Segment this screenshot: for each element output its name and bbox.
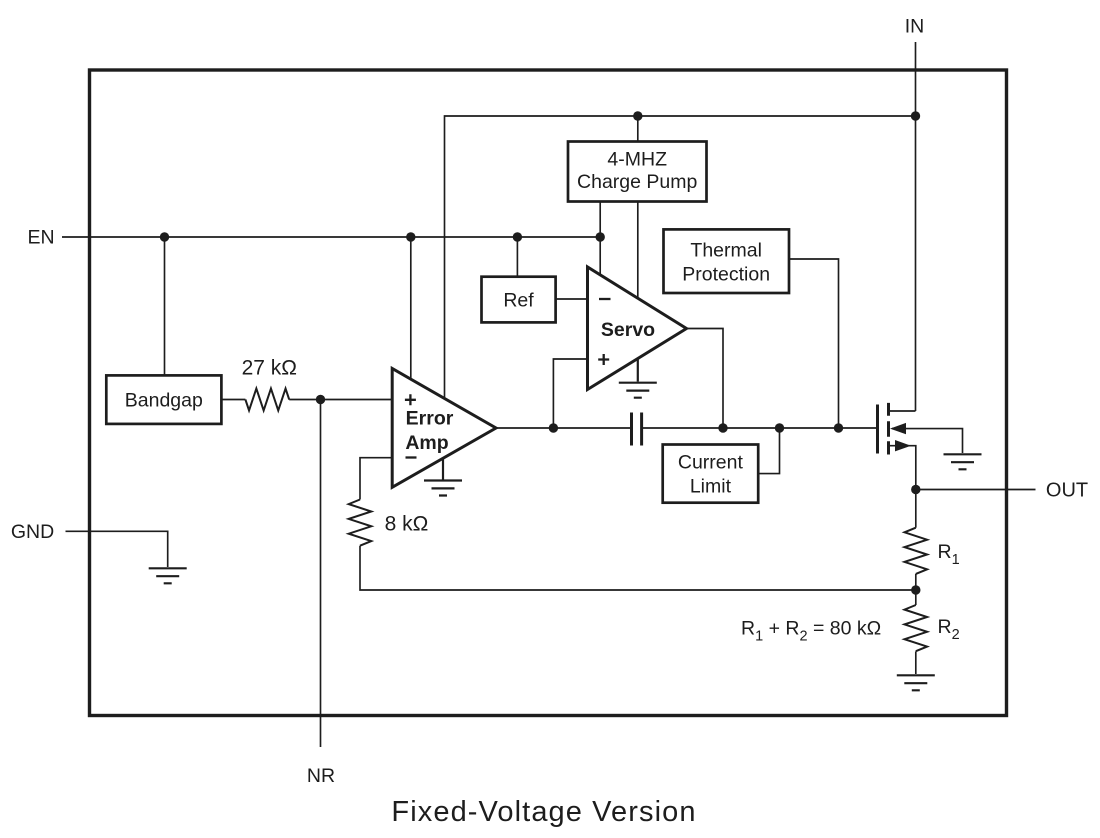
svg-text:Protection: Protection bbox=[682, 264, 770, 286]
svg-text:Charge Pump: Charge Pump bbox=[577, 171, 697, 193]
svg-text:Servo: Servo bbox=[601, 319, 655, 341]
svg-text:8 kΩ: 8 kΩ bbox=[385, 513, 429, 536]
svg-text:Thermal: Thermal bbox=[690, 240, 762, 262]
svg-text:Limit: Limit bbox=[690, 476, 732, 498]
svg-text:Bandgap: Bandgap bbox=[125, 390, 203, 412]
svg-text:OUT: OUT bbox=[1046, 480, 1088, 502]
svg-text:Amp: Amp bbox=[405, 432, 448, 454]
svg-text:R1 + R2 = 80 kΩ: R1 + R2 = 80 kΩ bbox=[741, 618, 881, 645]
svg-text:4-MHZ: 4-MHZ bbox=[607, 148, 667, 170]
svg-text:GND: GND bbox=[11, 521, 54, 543]
svg-text:Current: Current bbox=[678, 452, 744, 474]
svg-text:NR: NR bbox=[307, 765, 335, 787]
svg-text:Ref: Ref bbox=[503, 290, 534, 312]
svg-text:Fixed-Voltage Version: Fixed-Voltage Version bbox=[391, 796, 696, 828]
svg-text:IN: IN bbox=[905, 16, 925, 38]
svg-text:Error: Error bbox=[406, 408, 454, 430]
svg-text:R1: R1 bbox=[938, 541, 960, 568]
svg-text:EN: EN bbox=[27, 227, 54, 249]
svg-text:R2: R2 bbox=[938, 616, 960, 643]
svg-text:27 kΩ: 27 kΩ bbox=[242, 357, 297, 380]
